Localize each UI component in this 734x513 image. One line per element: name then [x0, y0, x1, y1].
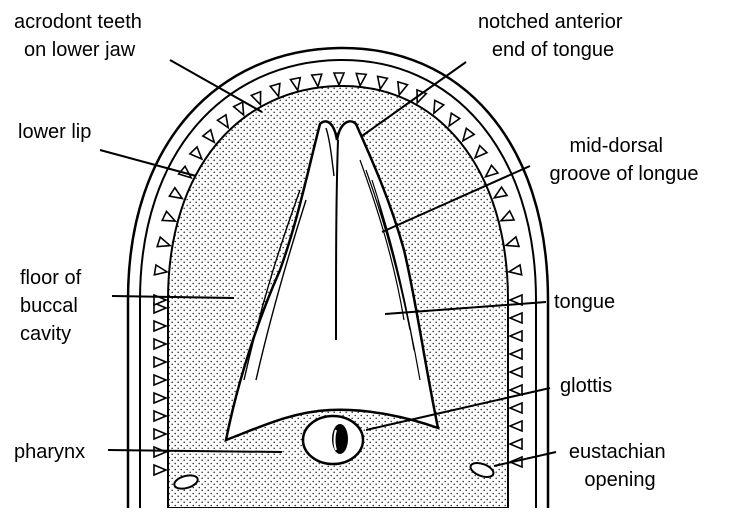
label-eustachian: eustachian opening [569, 441, 671, 491]
leader-lower-lip [100, 150, 196, 176]
label-glottis-line1: glottis [560, 375, 612, 397]
tooth [510, 403, 522, 413]
label-acrodont-teeth: acrodont teeth on lower jaw [14, 11, 147, 61]
tooth [434, 100, 444, 113]
tooth [510, 349, 522, 359]
label-floor: floor of buccal cavity [20, 267, 87, 345]
tooth [154, 411, 166, 421]
tooth [398, 82, 408, 95]
tooth [501, 211, 514, 221]
label-mid-dorsal-line2: groove of longue [549, 163, 698, 185]
tooth [162, 211, 175, 221]
label-floor-line2: buccal [20, 295, 78, 317]
tooth [234, 102, 244, 115]
tooth [157, 237, 170, 247]
label-notched-end-line1: notched anterior [478, 11, 623, 33]
label-pharynx: pharynx [14, 441, 85, 463]
tooth [510, 313, 522, 323]
tooth [506, 237, 519, 247]
label-mid-dorsal: mid-dorsal groove of longue [549, 135, 698, 185]
label-notched-end-line2: end of tongue [492, 39, 614, 61]
tooth [510, 439, 522, 449]
label-eustachian-line1: eustachian [569, 441, 666, 463]
tooth [475, 146, 487, 158]
tooth [312, 74, 322, 86]
label-acrodont-teeth-line2: on lower jaw [24, 39, 136, 61]
tooth [154, 357, 166, 367]
tooth [486, 165, 498, 177]
tooth [378, 76, 388, 89]
tooth [510, 331, 522, 341]
tooth [203, 130, 214, 143]
tooth [510, 385, 522, 395]
label-tongue: tongue [554, 291, 615, 313]
tooth [290, 78, 300, 91]
tooth [154, 339, 166, 349]
label-lower-lip: lower lip [18, 121, 91, 143]
label-acrodont-teeth-line1: acrodont teeth [14, 11, 142, 33]
label-pharynx-line1: pharynx [14, 441, 85, 463]
label-eustachian-line2: opening [584, 469, 655, 491]
tooth [154, 265, 167, 275]
tooth [251, 92, 260, 105]
tooth [154, 429, 166, 439]
tooth [463, 128, 474, 141]
tooth [154, 447, 166, 457]
tooth [509, 265, 522, 275]
label-floor-line1: floor of [20, 267, 82, 289]
tooth [190, 147, 202, 159]
label-notched-end: notched anterior end of tongue [478, 11, 628, 61]
tooth [154, 375, 166, 385]
tooth [217, 115, 228, 128]
tooth [510, 367, 522, 377]
label-tongue-line1: tongue [554, 291, 615, 313]
tooth [334, 73, 344, 85]
tooth [494, 187, 507, 198]
tooth [510, 421, 522, 431]
tooth [154, 465, 166, 475]
tooth [154, 321, 166, 331]
label-lower-lip-line1: lower lip [18, 121, 91, 143]
label-glottis: glottis [560, 375, 612, 397]
tooth [154, 393, 166, 403]
tooth [356, 73, 366, 85]
tooth [169, 188, 182, 199]
leader-acrodont-teeth [170, 60, 262, 112]
tooth [449, 113, 460, 126]
label-mid-dorsal-line1: mid-dorsal [570, 135, 663, 157]
tooth [270, 83, 280, 96]
label-floor-line3: cavity [20, 323, 71, 345]
